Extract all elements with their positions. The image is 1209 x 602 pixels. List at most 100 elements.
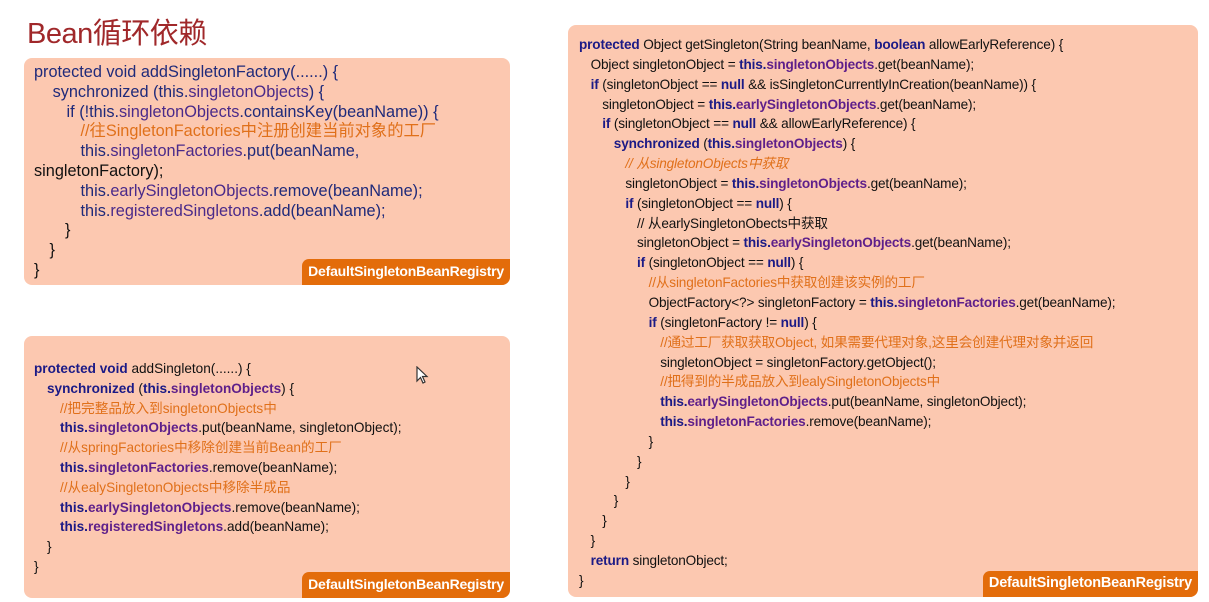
code-token: if [637,255,649,271]
code-token: ) { [779,195,792,211]
code-line: synchronized (this.singletonObjects) { [34,379,510,399]
code-token: null [755,195,780,211]
code-token: this. [870,294,898,310]
code-token: if [590,76,603,92]
code-token: Object singletonObject = [590,56,740,72]
code-token: this. [707,136,735,152]
code-token: this. [142,380,171,396]
code-token: (singletonObject == [637,195,756,211]
code-token: (singletonFactory != [660,314,781,330]
code-token: } [34,260,40,279]
code-token: addSingleton(......) { [131,361,251,376]
code-line: this.registeredSingletons.add(beanName); [34,517,510,537]
add-singleton-factory-panel: protected void addSingletonFactory(.....… [24,58,510,285]
code-line: //通过工厂获取获取Object, 如果需要代理对象,这里会创建代理对象并返回 [579,333,1198,353]
code-line: ObjectFactory<?> singletonFactory = this… [579,293,1198,313]
code-line: } [579,491,1198,511]
code-token: registeredSingletons [87,519,224,535]
code-token: Object getSingleton(String beanName, [643,37,875,52]
code-token: singletonFactories [687,414,806,430]
code-line: //从ealySingletonObjects中移除半成品 [34,478,510,498]
code-block: protected void addSingleton(......) {syn… [34,359,510,577]
code-line: } [579,452,1198,472]
code-token: } [625,473,630,489]
code-token: singletonObject = [637,235,744,251]
code-line: if (singletonFactory != null) { [579,313,1198,333]
code-token: .remove(beanName); [268,181,423,200]
code-token: (singletonObject == [648,255,768,271]
code-token: .get(beanName); [876,96,977,112]
code-line: singletonObject = this.earlySingletonObj… [579,95,1198,115]
code-line: } [34,557,510,577]
code-token: singletonFactories [897,294,1016,310]
code-token: } [49,241,55,260]
code-line: // 从singletonObjects中获取 [579,154,1198,174]
code-token: singletonFactories [87,459,209,475]
code-line: } [34,241,510,261]
code-line: protected void addSingleton(......) { [34,359,510,379]
code-token: } [579,572,584,588]
code-token: if [625,195,638,211]
code-token: .get(beanName); [911,235,1011,251]
code-line: protected Object getSingleton(String bea… [579,35,1198,55]
code-line: protected void addSingletonFactory(.....… [34,63,510,83]
code-token: .put(beanName, singletonObject); [827,394,1027,410]
code-token: this. [158,82,189,101]
code-token: .containsKey(beanName)) { [239,102,439,121]
code-token: singletonFactory); [34,161,164,180]
code-token: this. [80,142,111,161]
code-token: this. [60,459,88,475]
code-line: //把完整品放入到singletonObjects中 [34,399,510,419]
code-line: Object singletonObject = this.singletonO… [579,55,1198,75]
code-line: } [579,432,1198,452]
code-token: this. [660,394,688,410]
code-line: //从springFactories中移除创建当前Bean的工厂 [34,438,510,458]
code-token: this. [80,201,111,220]
code-token: this. [743,235,771,251]
code-token: } [602,513,607,529]
code-comment: //往SingletonFactories中注册创建当前对象的工厂 [80,122,437,141]
class-name-badge: DefaultSingletonBeanRegistry [982,571,1198,597]
add-singleton-panel: protected void addSingleton(......) {syn… [24,336,510,598]
code-token: protected void [34,361,132,376]
get-singleton-panel: protected Object getSingleton(String bea… [568,25,1198,597]
code-token: ObjectFactory<?> singletonFactory = [648,294,871,310]
code-token: if (! [66,102,90,121]
code-line: if (singletonObject == null) { [579,253,1198,273]
code-line: if (singletonObject == null && allowEarl… [579,114,1198,134]
code-token: singletonObject = singletonFactory.getOb… [660,354,936,370]
code-token: this. [708,96,736,112]
code-token: .put(beanName, [242,142,360,161]
code-line: this.earlySingletonObjects.remove(beanNa… [34,182,510,202]
code-token: this. [731,175,760,191]
code-line: this.singletonFactories.remove(beanName)… [34,458,510,478]
code-token: this. [660,414,688,430]
code-token: .remove(beanName); [231,499,360,515]
code-token: .get(beanName); [866,175,967,191]
code-token: this. [739,56,767,72]
code-token: && allowEarlyReference) { [759,116,916,132]
class-name-badge: DefaultSingletonBeanRegistry [302,259,510,285]
code-token: } [34,558,39,574]
code-token: null [780,314,805,330]
code-token: singletonObjects [766,56,875,72]
code-token: if [602,116,614,132]
code-token: earlySingletonObjects [770,235,912,251]
code-token: singletonObjects [734,136,843,152]
code-token: ( [703,136,708,152]
code-line: this.singletonFactories.put(beanName, [34,142,510,162]
code-token: allowEarlyReference) { [928,37,1064,52]
code-token: boolean [874,37,929,52]
code-token: .remove(beanName); [805,414,932,430]
code-line: } [579,511,1198,531]
code-token: .remove(beanName); [208,459,338,475]
code-token: (singletonObject == [613,116,733,132]
code-token: ) { [790,255,804,271]
code-token: earlySingletonObjects [87,499,232,515]
code-token: this. [60,519,88,535]
class-name-badge: DefaultSingletonBeanRegistry [302,572,510,598]
code-token: } [613,493,619,509]
code-token: } [47,539,52,555]
code-comment: // 从singletonObjects中获取 [625,156,789,172]
code-line: this.singletonFactories.remove(beanName)… [579,412,1198,432]
